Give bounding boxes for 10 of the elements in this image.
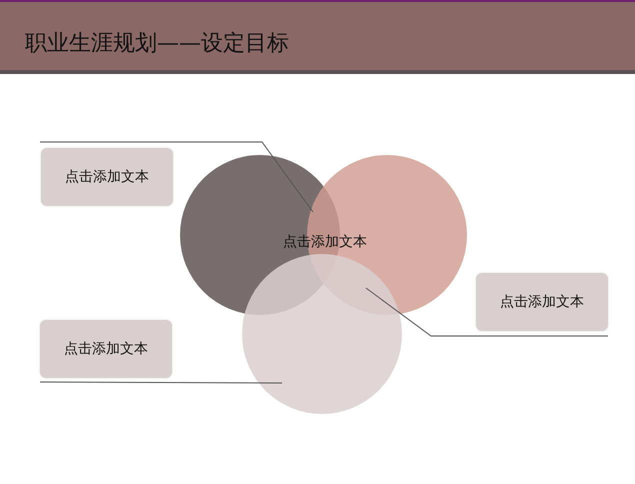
text-box bbox=[41, 148, 173, 206]
leader-line bbox=[40, 142, 314, 212]
text-box bbox=[476, 273, 608, 331]
leader-line bbox=[40, 382, 282, 384]
text-box bbox=[40, 320, 172, 378]
title: 职业生涯规划——设定目标 bbox=[25, 30, 289, 58]
leader-line bbox=[366, 288, 608, 336]
box-text: 点击添加文本 bbox=[65, 168, 149, 186]
box-text: 点击添加文本 bbox=[64, 340, 148, 358]
box-text: 点击添加文本 bbox=[500, 293, 584, 311]
